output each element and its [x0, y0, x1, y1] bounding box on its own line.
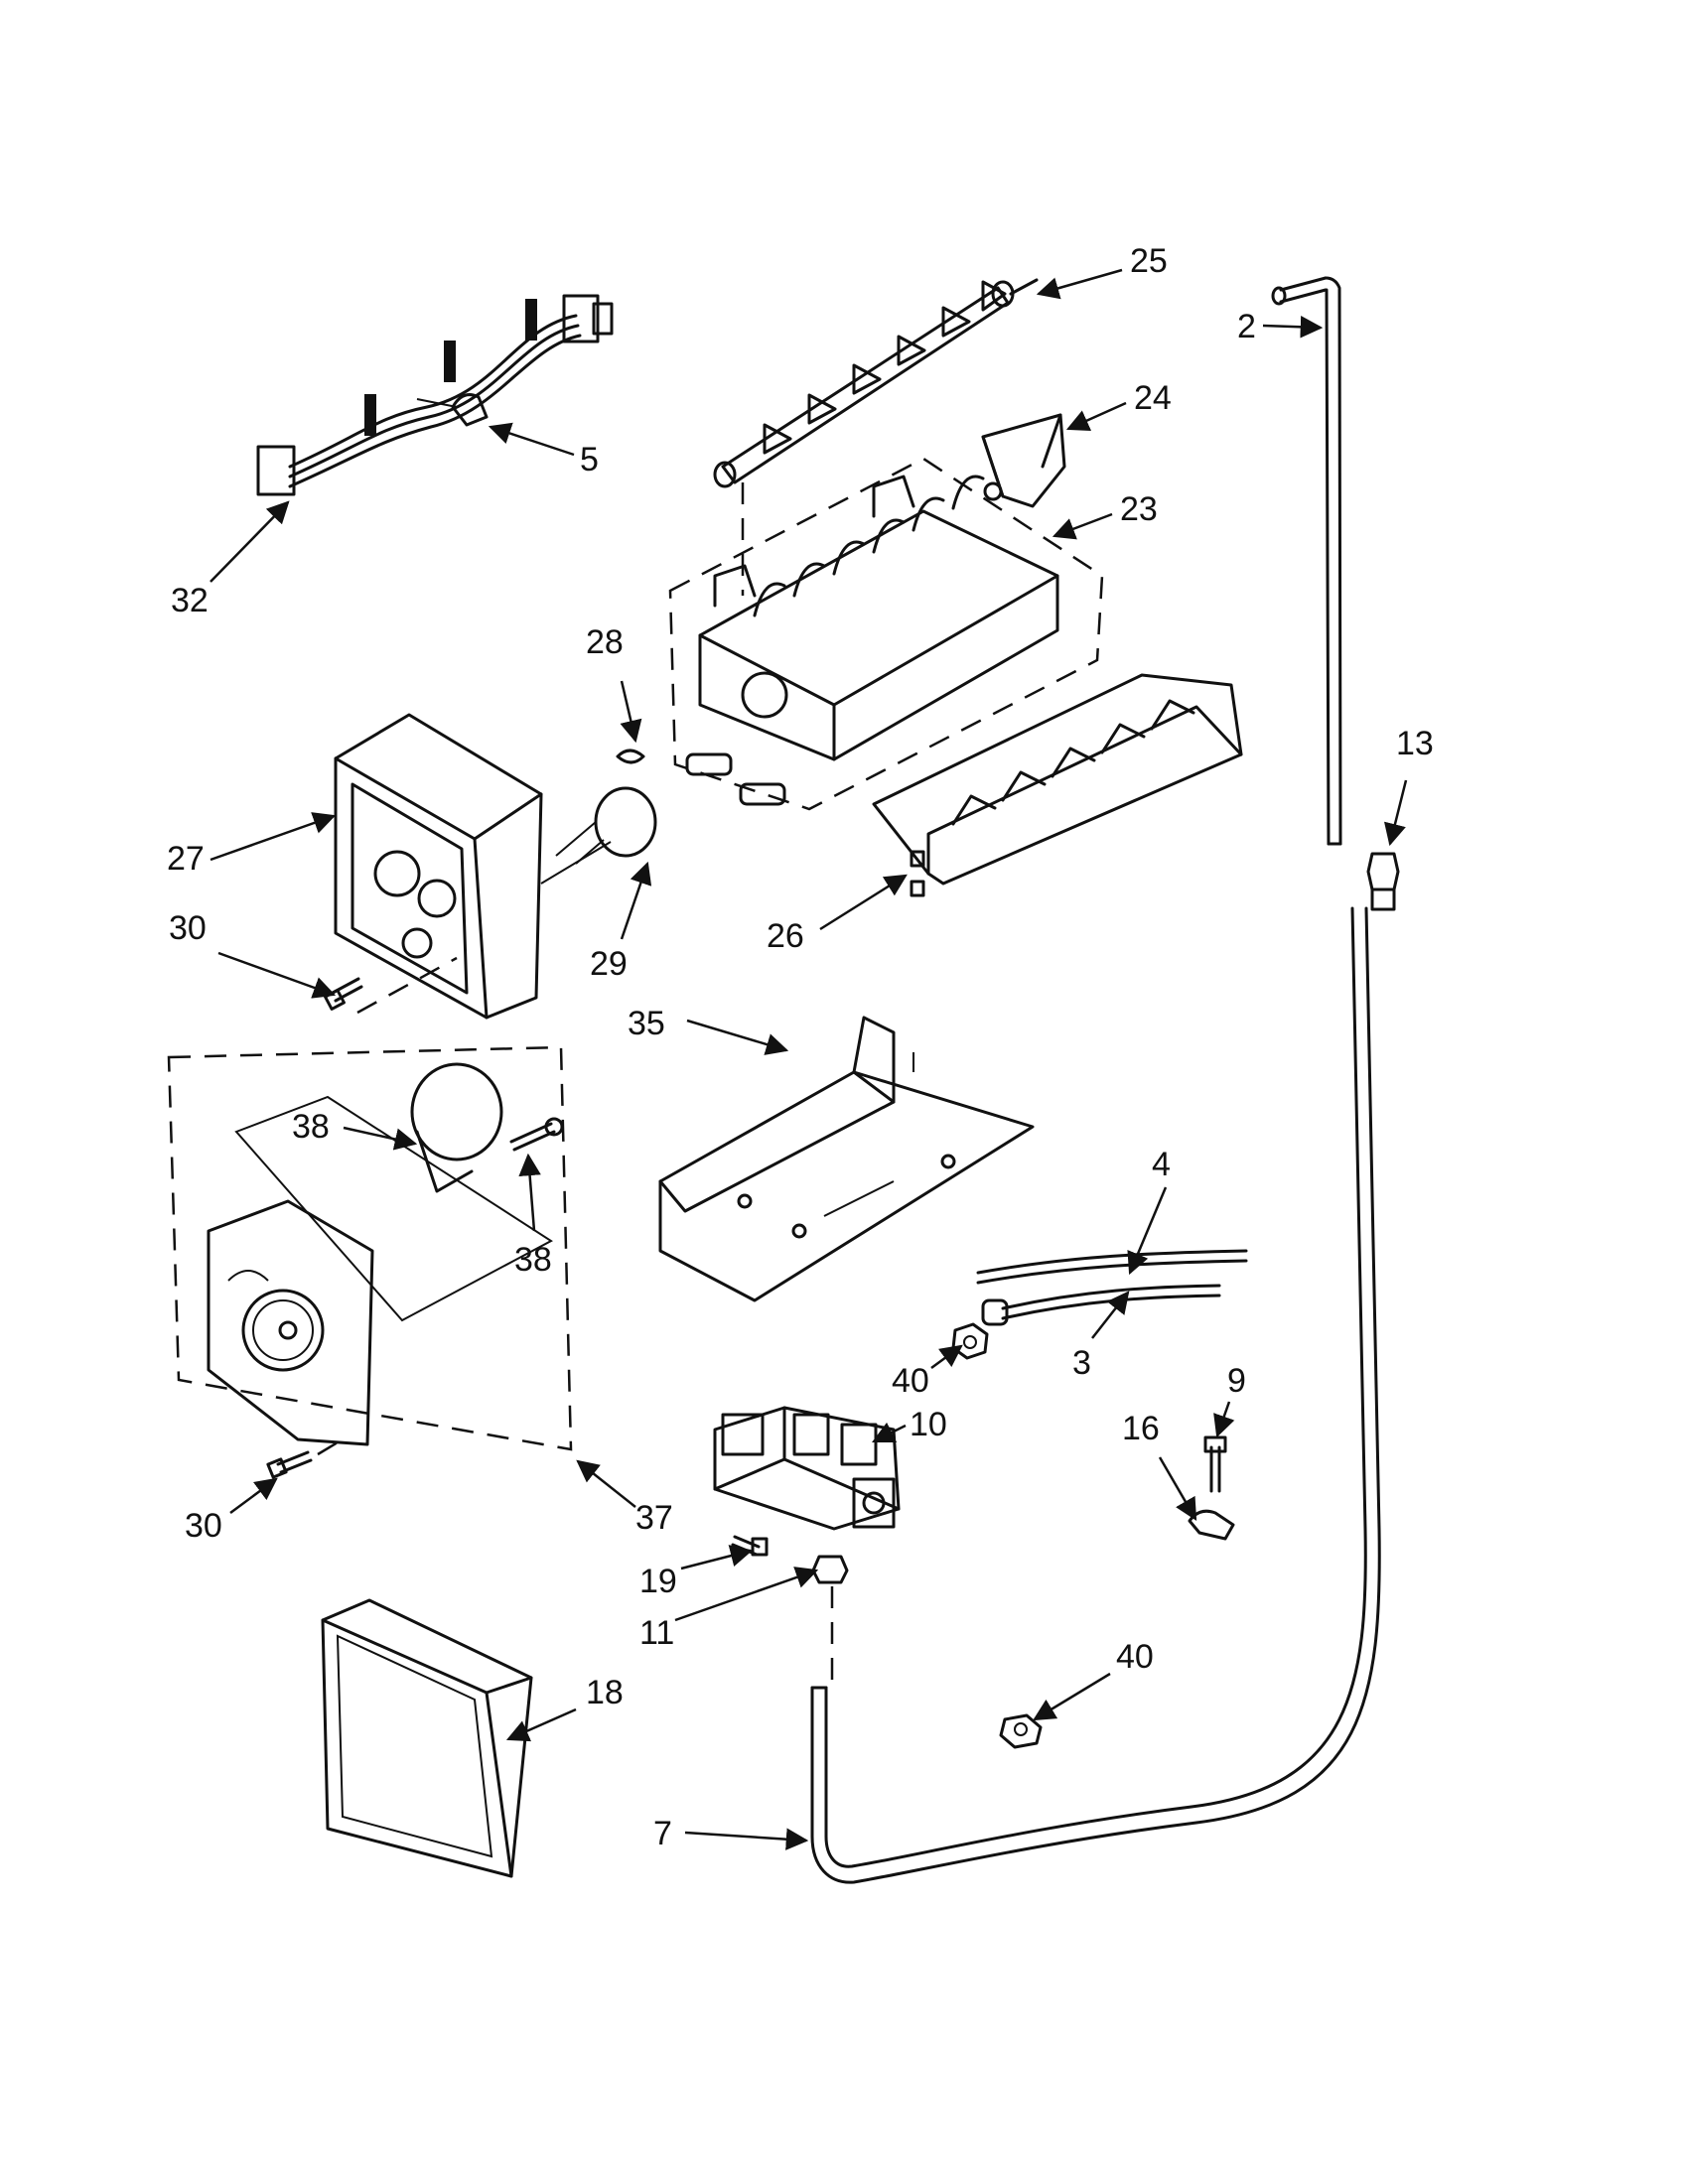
leader-20 [1052, 512, 1113, 540]
mold-dashed-outline [668, 457, 1104, 811]
callout-22: 24 [1134, 379, 1172, 417]
leader-9 [1213, 1401, 1235, 1438]
callout-18: 18 [586, 1674, 624, 1711]
thermostat-part [555, 786, 657, 865]
leader-lines [210, 268, 1408, 1850]
callout-16: 16 [1122, 1410, 1160, 1447]
water-valve-part [713, 1406, 901, 1531]
module-housing-part [334, 713, 612, 1020]
leader-19 [680, 1545, 754, 1570]
leader-4 [1127, 1186, 1168, 1276]
leader-24 [819, 874, 908, 931]
screw-part-9 [1203, 1435, 1227, 1493]
callout-25: 27 [167, 840, 205, 878]
leader-35 [576, 1459, 636, 1508]
fill-tube-part-2 [1271, 276, 1342, 846]
leader-38 [518, 1153, 541, 1232]
callout-23: 25 [1130, 242, 1168, 280]
callout-19: 19 [639, 1563, 677, 1600]
motor-kit-dashed-outline [167, 1045, 573, 1451]
cover-part-18 [321, 1598, 533, 1878]
callout-28: 30 [169, 909, 207, 947]
leader-13 [1383, 779, 1408, 847]
leader-25 [210, 812, 337, 862]
leader-40b [1033, 1672, 1111, 1721]
callout-40a: 40 [892, 1362, 929, 1400]
leader-3 [1091, 1291, 1130, 1339]
callout-30: 30 [185, 1507, 222, 1545]
clip-part [616, 749, 645, 764]
mounting-plate-part [658, 1016, 1035, 1302]
nut-part-11 [811, 1555, 849, 1584]
screw-part-38 [509, 1117, 564, 1152]
callout-9: 9 [1227, 1362, 1246, 1400]
leader-18 [505, 1707, 577, 1742]
screw-part-30 [266, 1450, 313, 1479]
mold-part [685, 475, 1059, 806]
callout-38: 38 [514, 1241, 552, 1279]
callout-29: 35 [628, 1005, 665, 1042]
callout-3: 3 [1072, 1344, 1091, 1382]
callout-5: 5 [580, 441, 599, 478]
motor-part [234, 1062, 553, 1322]
shield-part [872, 673, 1243, 897]
tube-part-3 [981, 1284, 1221, 1326]
nut-part-40a [951, 1322, 989, 1360]
leader-30 [229, 1477, 278, 1515]
callout-20: 23 [1120, 490, 1158, 528]
leader-29 [686, 1019, 789, 1055]
callout-13: 13 [1396, 725, 1434, 762]
callout-4: 4 [1152, 1146, 1171, 1183]
leader-5 [488, 422, 575, 457]
tube-part-4 [976, 1249, 1248, 1285]
leader-27 [620, 861, 652, 940]
leader-11 [674, 1567, 819, 1622]
callout-32: 32 [171, 582, 209, 619]
leader-26 [620, 680, 642, 744]
callout-10: 10 [910, 1406, 947, 1443]
wire-clip-part [416, 393, 489, 427]
wire-harness-part [256, 294, 614, 496]
screw-guide-line-30 [317, 1437, 344, 1456]
gear-plate-part [207, 1199, 374, 1446]
callout-27: 29 [590, 945, 628, 983]
nut-part-40b [999, 1713, 1043, 1749]
callout-11: 11 [639, 1614, 674, 1652]
callout-7: 7 [653, 1815, 672, 1852]
leader-10 [871, 1422, 907, 1443]
tube-part-7 [810, 906, 1381, 1884]
leader-22 [1065, 401, 1127, 431]
callout-40b: 40 [1116, 1638, 1154, 1676]
leader-28 [217, 951, 337, 999]
callout-labels: 25 24 23 2 5 32 28 29 27 30 13 26 35 38 … [167, 242, 1434, 1852]
callout-37: 38 [292, 1108, 330, 1146]
callout-24: 26 [767, 917, 804, 955]
callout-35: 37 [635, 1499, 673, 1537]
leader-32 [210, 500, 290, 583]
leader-37 [343, 1126, 418, 1151]
ejector-part [713, 278, 1039, 488]
leader-2 [1262, 316, 1324, 339]
screw-guide-line [356, 956, 458, 1015]
callout-26: 28 [586, 623, 624, 661]
clamp-part-16 [1188, 1509, 1235, 1541]
callout-2: 2 [1237, 308, 1256, 345]
coupling-part-13 [1366, 852, 1400, 911]
leader-23 [1036, 268, 1123, 300]
fill-cup-part [981, 413, 1066, 508]
leader-40a [930, 1344, 963, 1370]
leader-7 [684, 1828, 809, 1850]
leader-16 [1158, 1456, 1197, 1521]
